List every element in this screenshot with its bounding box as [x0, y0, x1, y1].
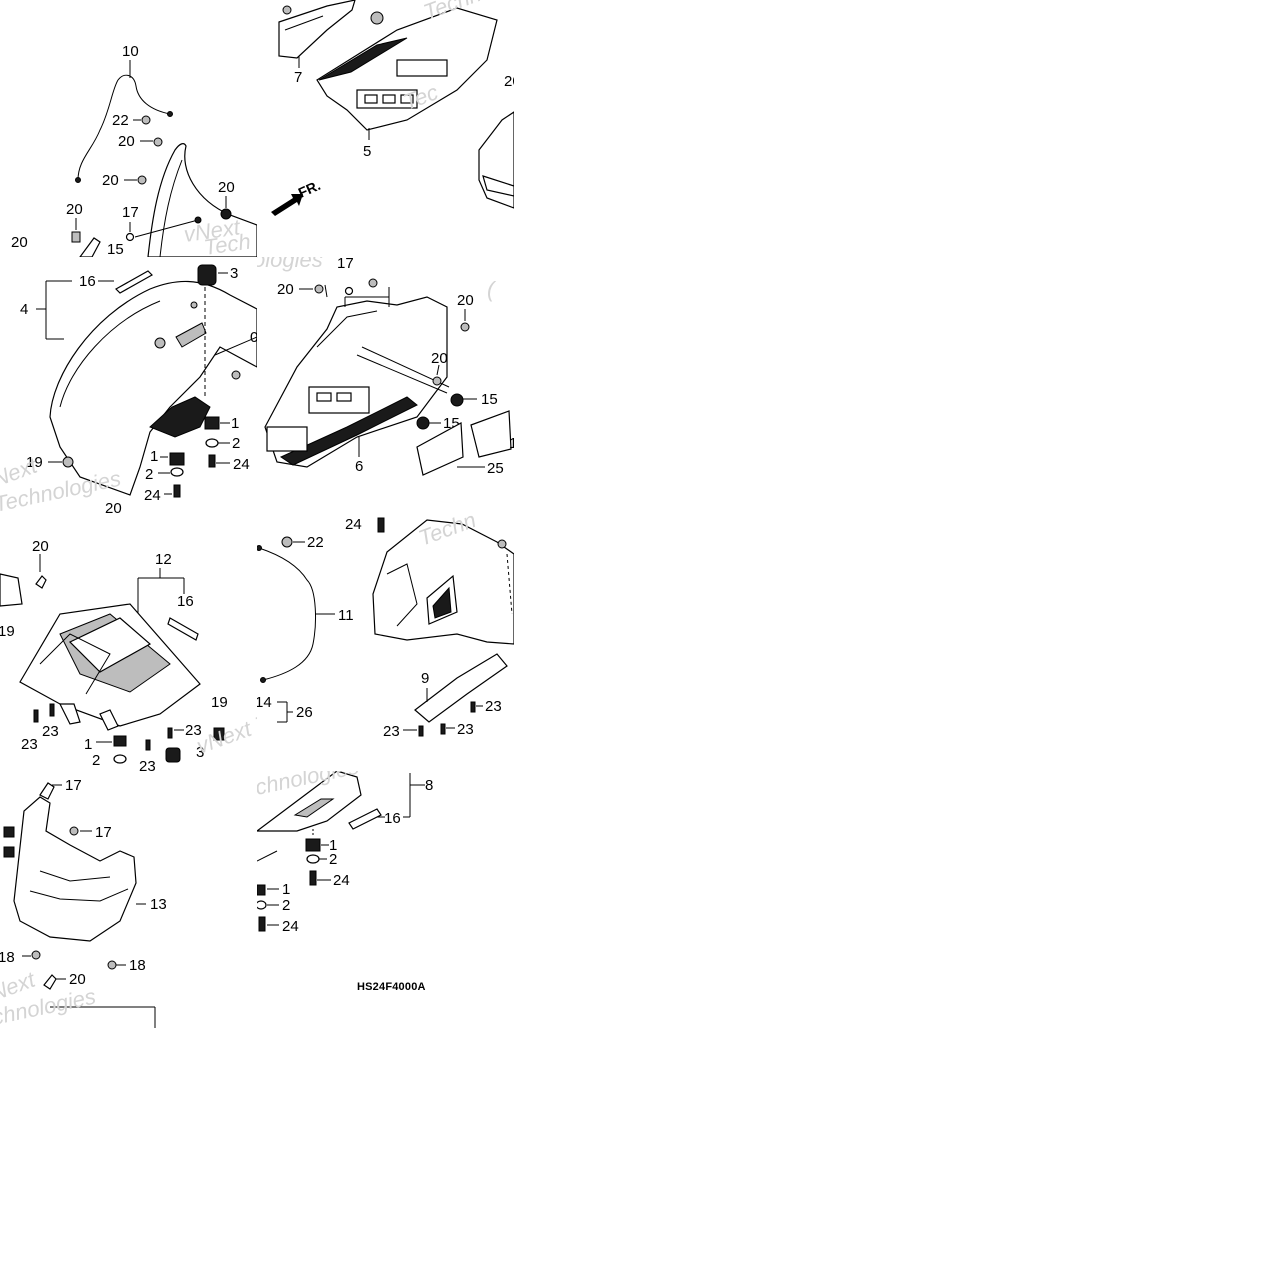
callout-24b: 24 — [144, 487, 161, 504]
grommet-15a — [450, 393, 464, 407]
callout-6: 6 — [355, 458, 363, 475]
callout-17b: 17 — [337, 257, 354, 272]
callout-17: 17 — [122, 204, 139, 221]
callout-23d: 23 — [139, 758, 156, 771]
callout-20j: 20 — [431, 350, 448, 367]
callout-13: 13 — [150, 896, 167, 913]
rear-fender-4 — [49, 280, 257, 496]
tile-harness-mudguard: 24 22 21 21 11 14 26 9 23 23 23 Techn — [257, 514, 514, 771]
callout-23a: 23 — [21, 736, 38, 753]
collar-3 — [197, 264, 217, 286]
callout-7: 7 — [294, 69, 302, 86]
callout-12: 12 — [155, 551, 172, 568]
pad-25 — [416, 422, 464, 476]
callout-2e: 2 — [282, 897, 290, 914]
tile-rear-carrier: 20 19 12 16 23 23 1 2 23 19 23 3 vNext T… — [0, 514, 257, 771]
callout-22b: 22 — [307, 534, 324, 551]
callout-20d: 20 — [66, 201, 83, 218]
tile-rear-lower-cover: 17 17 13 18 18 20 Next chnologies — [0, 771, 257, 1028]
callout-24e: 24 — [282, 918, 299, 935]
tile-rear-fender-cable: 10 22 20 20 20 20 17 15 20 vNext Tech — [0, 0, 257, 257]
callout-2a: 2 — [232, 435, 240, 452]
callout-5: 5 — [363, 143, 371, 160]
callout-2b: 2 — [145, 466, 153, 483]
callout-20a: 20 — [118, 133, 135, 150]
callout-24c: 24 — [345, 516, 362, 533]
callout-2d: 2 — [329, 851, 337, 868]
callout-20h: 20 — [277, 281, 294, 298]
callout-16c: 16 — [384, 810, 401, 827]
rear-cover-13 — [13, 796, 137, 942]
callout-22: 22 — [112, 112, 129, 129]
callout-1a: 1 — [231, 415, 239, 432]
bracket-9 — [414, 653, 508, 723]
callout-19: 19 — [26, 454, 43, 471]
callout-23e: 23 — [485, 698, 502, 715]
tile-floorboard-6: 17 20 20 20 15 15 6 25 1 ologies ( — [257, 257, 514, 514]
callout-17c: 17 — [65, 777, 82, 794]
callout-25: 25 — [487, 460, 504, 477]
callout-1b: 1 — [150, 448, 158, 465]
callout-14: 14 — [257, 694, 272, 711]
callout-0: 0 — [250, 329, 257, 346]
callout-20i: 20 — [457, 292, 474, 309]
callout-19b: 19 — [0, 623, 15, 640]
callout-24a: 24 — [233, 456, 250, 473]
callout-23c: 23 — [185, 722, 202, 739]
callout-18b: 18 — [129, 957, 146, 974]
callout-17d: 17 — [95, 824, 112, 841]
callout-8: 8 — [425, 777, 433, 794]
callout-4: 4 — [20, 301, 28, 318]
callout-1d: 1 — [329, 837, 337, 854]
tile-rear-fender: 4 16 3 0 1 2 24 1 2 24 19 20 Next Techno… — [0, 257, 257, 514]
callout-10: 10 — [122, 43, 139, 60]
callout-20e: 20 — [11, 234, 28, 251]
callout-9: 9 — [421, 670, 429, 687]
callout-2c: 2 — [92, 752, 100, 769]
callout-1e: 1 — [282, 881, 290, 898]
callout-11: 11 — [338, 607, 354, 624]
callout-20l: 20 — [69, 971, 86, 988]
tile-fender-mount: 8 16 1 2 24 1 2 24 chnologies — [257, 771, 514, 1028]
callout-23f: 23 — [383, 723, 400, 740]
callout-26: 26 — [296, 704, 313, 721]
callout-20b: 20 — [102, 172, 119, 189]
svg-text:ologies: ologies — [257, 257, 323, 272]
callout-20k: 20 — [32, 538, 49, 555]
cable-end-front — [75, 177, 81, 183]
floorboard-6 — [264, 296, 448, 468]
callout-24d: 24 — [333, 872, 350, 889]
callout-23b: 23 — [42, 723, 59, 740]
svg-text:Tech: Tech — [202, 229, 252, 257]
tile-floorboard-top: 7 5 20 FR. Technolo Tec — [257, 0, 514, 257]
direction-label: FR. — [296, 177, 323, 201]
callout-20f: 20 — [504, 73, 514, 90]
svg-text:3: 3 — [196, 744, 204, 761]
callout-16a: 16 — [79, 273, 96, 290]
panel-7 — [278, 0, 356, 59]
callout-16b: 16 — [177, 593, 194, 610]
callout-15: 15 — [107, 241, 124, 257]
clip-22 — [141, 115, 151, 125]
callout-18a: 18 — [0, 949, 15, 966]
callout-15b: 15 — [481, 391, 498, 408]
svg-text:1: 1 — [509, 435, 514, 452]
svg-text:(: ( — [487, 277, 497, 302]
front-arrow-icon — [271, 194, 303, 216]
callout-3: 3 — [230, 265, 238, 282]
callout-23g: 23 — [457, 721, 474, 738]
strip-16 — [115, 270, 153, 294]
callout-19c: 19 — [211, 694, 228, 711]
callout-20c: 20 — [218, 179, 235, 196]
callout-1c: 1 — [84, 736, 92, 753]
strip-16b — [348, 808, 382, 830]
diagram-code: HS24F4000A — [357, 981, 426, 993]
callout-20g: 20 — [105, 500, 122, 514]
